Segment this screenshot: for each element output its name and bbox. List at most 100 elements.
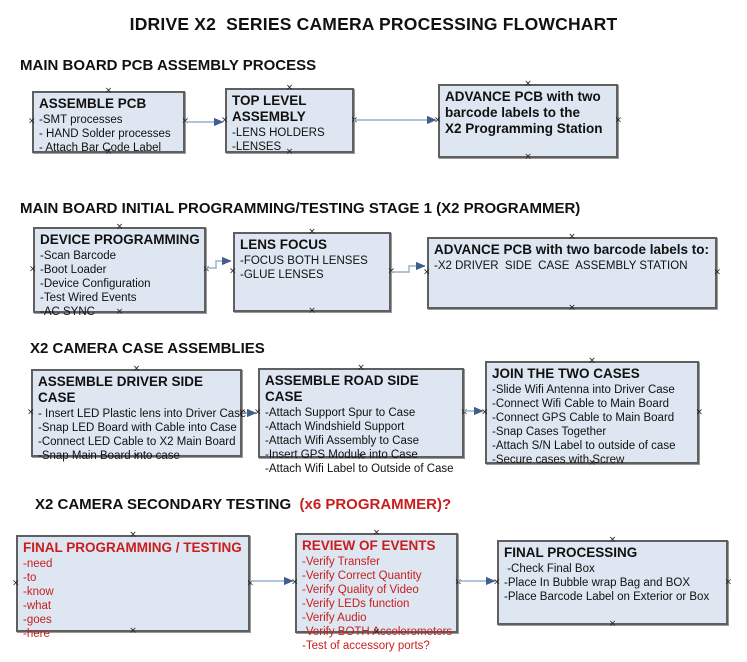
box-item: -Attach Wifi Assembly to Case: [265, 435, 420, 447]
box-item: -Scan Barcode: [40, 250, 117, 262]
connection-point-icon: ×: [132, 364, 141, 374]
box-item: -SMT processes: [39, 114, 123, 126]
box-lens-focus: LENS FOCUS -FOCUS BOTH LENSES-GLUE LENSE…: [229, 228, 395, 316]
box-item: -Snap Cases Together: [492, 426, 607, 438]
box-item-list: -Attach Support Spur to Case -Attach Wind…: [265, 406, 458, 476]
connection-point-icon: ×: [423, 267, 431, 278]
connection-point-icon: ×: [713, 267, 721, 278]
box-item: - Insert LED Plastic lens into Driver Ca…: [38, 408, 247, 420]
connection-point-icon: ×: [524, 152, 532, 162]
box-item: -Connect GPS Cable to Main Board: [492, 412, 675, 424]
connector-arrow: [206, 256, 232, 269]
box-join-the-two-cases: JOIN THE TWO CASES -Slide Wifi Antenna i…: [481, 357, 703, 468]
connection-point-icon: ×: [608, 535, 617, 545]
box-assemble-road-side-case: ASSEMBLE ROAD SIDE CASE -Attach Support …: [254, 364, 468, 476]
box-item: -Verify BOTH Accelerometers: [302, 626, 453, 638]
connection-point-icon: ×: [129, 530, 137, 540]
section-header-text: MAIN BOARD PCB ASSEMBLY PROCESS: [20, 57, 317, 74]
box-top-level-assembly: TOP LEVEL ASSEMBLY -LENS HOLDERS-LENSES …: [221, 84, 358, 157]
box-advance-pcb-programming-station: ADVANCE PCB with two barcode labels to t…: [434, 80, 622, 162]
connection-point-icon: ×: [115, 222, 124, 232]
connection-point-icon: ×: [285, 83, 294, 93]
connection-point-icon: ×: [357, 363, 365, 373]
section-header-initial-programming: MAIN BOARD INITIAL PROGRAMMING/TESTING S…: [20, 200, 580, 217]
box-item-list: -LENS HOLDERS-LENSES: [232, 126, 348, 154]
box-title: DEVICE PROGRAMMING: [40, 232, 200, 247]
connection-point-icon: ×: [614, 115, 622, 126]
box-title: ASSEMBLE PCB: [39, 96, 147, 111]
box-item: -Attach Support Spur to Case: [265, 407, 416, 419]
connection-point-icon: ×: [202, 264, 210, 275]
box-item: -to: [23, 572, 37, 584]
box-item: -Snap Main Board into case: [38, 450, 180, 462]
connection-point-icon: ×: [460, 407, 468, 418]
box-item-list: -Check Final Box -Place In Bubble wrap Ba…: [504, 562, 722, 604]
box-title: FINAL PROGRAMMING / TESTING: [23, 540, 242, 555]
box-item-list: -SMT processes- HAND Solder processes- A…: [39, 113, 179, 155]
page-title: IDRIVE X2 SERIES CAMERA PROCESSING FLOWC…: [129, 14, 618, 34]
box-item: -Attach Windshield Support: [265, 421, 405, 433]
connection-point-icon: ×: [29, 264, 37, 275]
box-title: TOP LEVEL ASSEMBLY: [232, 93, 307, 124]
box-item: -Attach Wifi Label to Outside of Case: [265, 463, 454, 475]
connection-point-icon: ×: [12, 578, 20, 588]
connection-point-icon: ×: [568, 232, 576, 242]
section-header-pcb-assembly: MAIN BOARD PCB ASSEMBLY PROCESS: [20, 57, 316, 74]
box-assemble-driver-side-case: ASSEMBLE DRIVER SIDE CASE - Insert LED P…: [27, 365, 246, 463]
section-header-case-assemblies: X2 CAMERA CASE ASSEMBLIES: [30, 340, 265, 357]
box-item: - HAND Solder processes: [39, 128, 171, 140]
connection-point-icon: ×: [291, 577, 299, 588]
box-item: -Test Wired Events: [40, 292, 137, 304]
connection-point-icon: ×: [568, 303, 576, 313]
section-header-text: MAIN BOARD INITIAL PROGRAMMING/TESTING S…: [20, 200, 581, 217]
connection-point-icon: ×: [254, 407, 262, 418]
box-item: -Connect LED Cable to X2 Main Board: [38, 436, 236, 448]
box-item: -what: [23, 600, 52, 612]
connection-point-icon: ×: [524, 79, 532, 89]
connection-point-icon: ×: [434, 115, 442, 126]
box-item: -Device Configuration: [40, 278, 151, 290]
connection-point-icon: ×: [27, 407, 35, 418]
box-item-list: -Scan Barcode -Boot Loader -Device Configu…: [40, 249, 200, 319]
box-item: -Slide Wifi Antenna into Driver Case: [492, 384, 675, 396]
box-item: -Place In Bubble wrap Bag and BOX: [504, 577, 691, 589]
connection-point-icon: ×: [724, 577, 732, 587]
box-title: ASSEMBLE DRIVER SIDE CASE: [38, 374, 204, 405]
box-item: -know: [23, 586, 54, 598]
connection-point-icon: ×: [221, 115, 229, 125]
box-final-processing: FINAL PROCESSING -Check Final Box-Place …: [493, 536, 732, 629]
connection-point-icon: ×: [104, 86, 113, 96]
connection-point-icon: ×: [608, 619, 617, 629]
box-item: -here: [23, 628, 50, 640]
box-item: -Test of accessory ports?: [302, 640, 430, 652]
box-item: -Place Barcode Label on Exterior or Box: [504, 591, 710, 603]
connection-point-icon: ×: [308, 227, 316, 237]
box-item-list: -need-to-know-what-goes-here: [23, 557, 244, 641]
box-item: -Boot Loader: [40, 264, 107, 276]
box-item: -LENSES: [232, 141, 282, 153]
box-item: -X2 DRIVER SIDE CASE ASSEMBLY STATION: [434, 260, 688, 272]
box-review-of-events: REVIEW OF EVENTS -Verify Transfer-Verify…: [291, 529, 462, 653]
box-advance-pcb-driver-side-station: ADVANCE PCB with two barcode labels to: …: [423, 233, 721, 313]
connection-point-icon: ×: [481, 407, 489, 417]
box-item-list: - Insert LED Plastic lens into Driver Ca…: [38, 407, 247, 463]
connection-point-icon: ×: [28, 116, 36, 127]
box-item: -Check Final Box: [504, 563, 595, 575]
box-item: -Verify LEDs function: [302, 598, 410, 610]
connection-point-icon: ×: [387, 266, 395, 277]
box-item: -Insert GPS Module into Case: [265, 449, 418, 461]
connection-point-icon: ×: [588, 356, 596, 366]
connection-point-icon: ×: [372, 528, 381, 538]
connection-point-icon: ×: [350, 115, 358, 125]
box-item: -goes: [23, 614, 52, 626]
section-header-secondary-testing: X2 CAMERA SECONDARY TESTING (x6 PROGRAMM…: [35, 496, 451, 513]
box-title: REVIEW OF EVENTS: [302, 538, 436, 553]
connector-arrow: [391, 261, 426, 273]
box-title: ASSEMBLE ROAD SIDE CASE: [265, 373, 419, 404]
box-item-list: -Slide Wifi Antenna into Driver Case -Con…: [492, 383, 693, 467]
box-assemble-pcb: ASSEMBLE PCB -SMT processes - HAND Solder…: [28, 87, 189, 157]
box-device-programming: DEVICE PROGRAMMING -Scan Barcode -Boot Lo…: [29, 223, 210, 319]
box-item: -Snap LED Board with Cable into Case: [38, 422, 237, 434]
box-item: -Verify Audio: [302, 612, 367, 624]
